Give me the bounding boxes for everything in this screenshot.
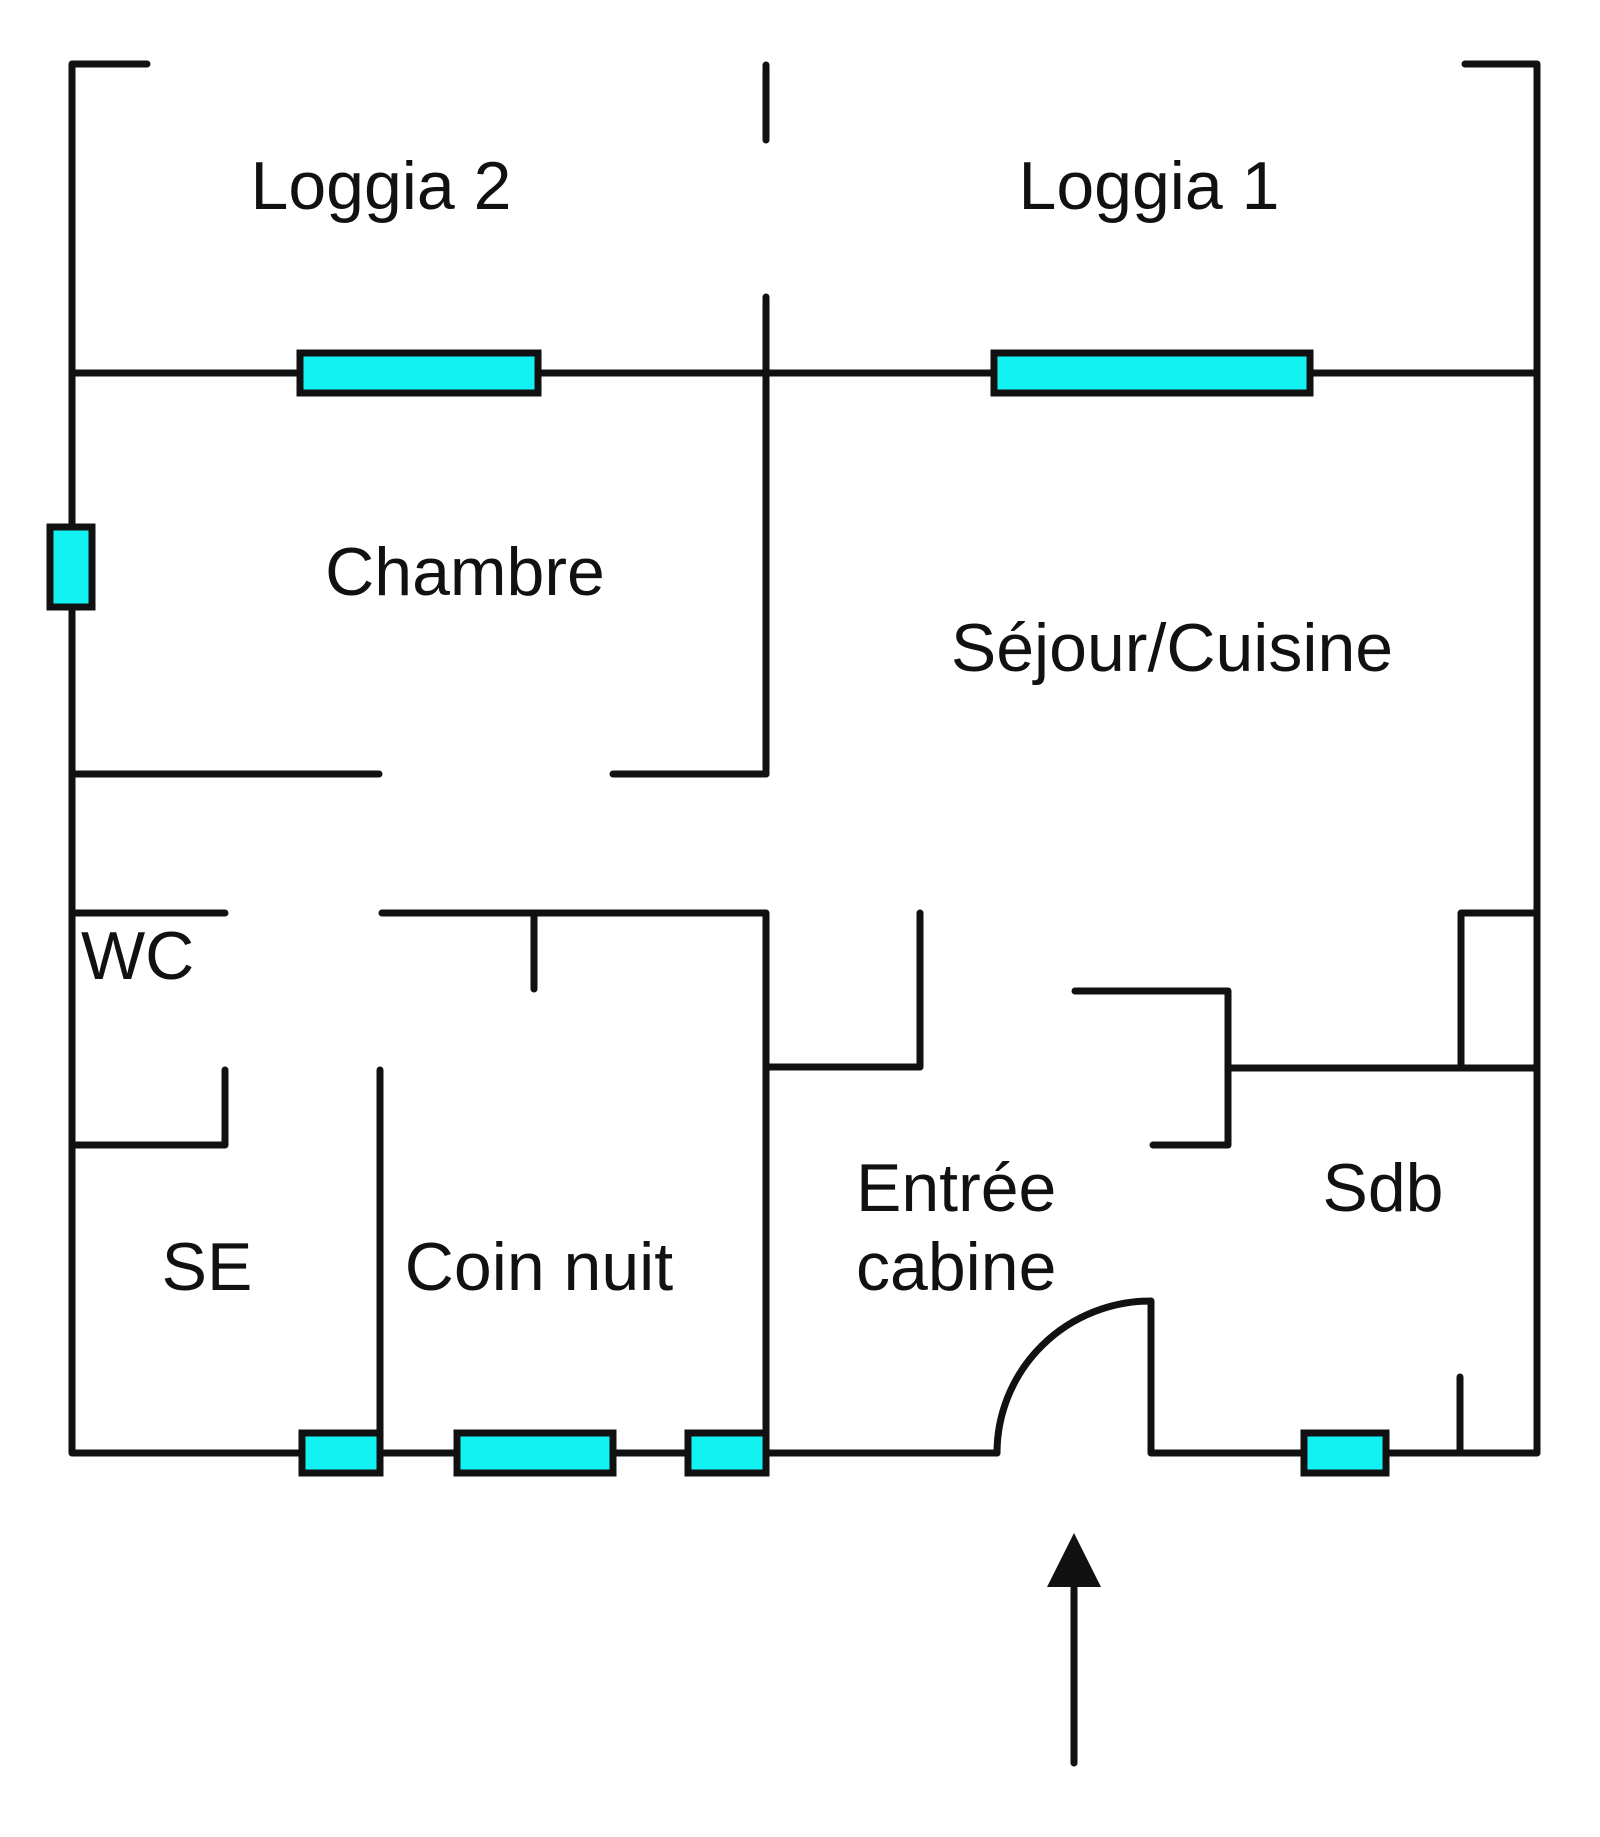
window-loggia2 [296, 349, 542, 397]
label-loggia1: Loggia 1 [1019, 148, 1280, 224]
label-chambre: Chambre [325, 534, 605, 610]
label-coin-nuit: Coin nuit [405, 1229, 673, 1305]
label-entree: Entrée [856, 1150, 1056, 1226]
sdb-bracket [1071, 987, 1232, 1149]
window-sdb [1300, 1429, 1390, 1477]
coin-nuit-top-wall [378, 909, 770, 1457]
label-sdb: Sdb [1323, 1150, 1444, 1226]
window-coin-nuit-right [684, 1429, 770, 1477]
closet-wall [1457, 909, 1541, 1072]
label-sejour-cuisine: Séjour/Cuisine [951, 610, 1393, 686]
window-coin-nuit [453, 1429, 617, 1477]
room-labels: Loggia 2 Loggia 1 Chambre Séjour/Cuisine… [81, 148, 1444, 1305]
label-wc: WC [81, 918, 194, 994]
window-chambre-side [46, 523, 96, 611]
label-cabine: cabine [856, 1229, 1056, 1305]
window-se [298, 1429, 384, 1477]
entrance-arrow-icon [1047, 1533, 1101, 1767]
outer-wall-left-top [68, 60, 306, 1457]
entree-closet [762, 909, 924, 1071]
entrance-door-swing[interactable] [993, 1297, 1308, 1457]
wc-bottom-wall [68, 1066, 229, 1149]
outer-wall-right-top [1382, 60, 1541, 1457]
windows [46, 349, 1390, 1477]
walls [68, 60, 1541, 1457]
label-se: SE [162, 1229, 253, 1305]
window-loggia1 [990, 349, 1314, 397]
label-loggia2: Loggia 2 [251, 148, 512, 224]
